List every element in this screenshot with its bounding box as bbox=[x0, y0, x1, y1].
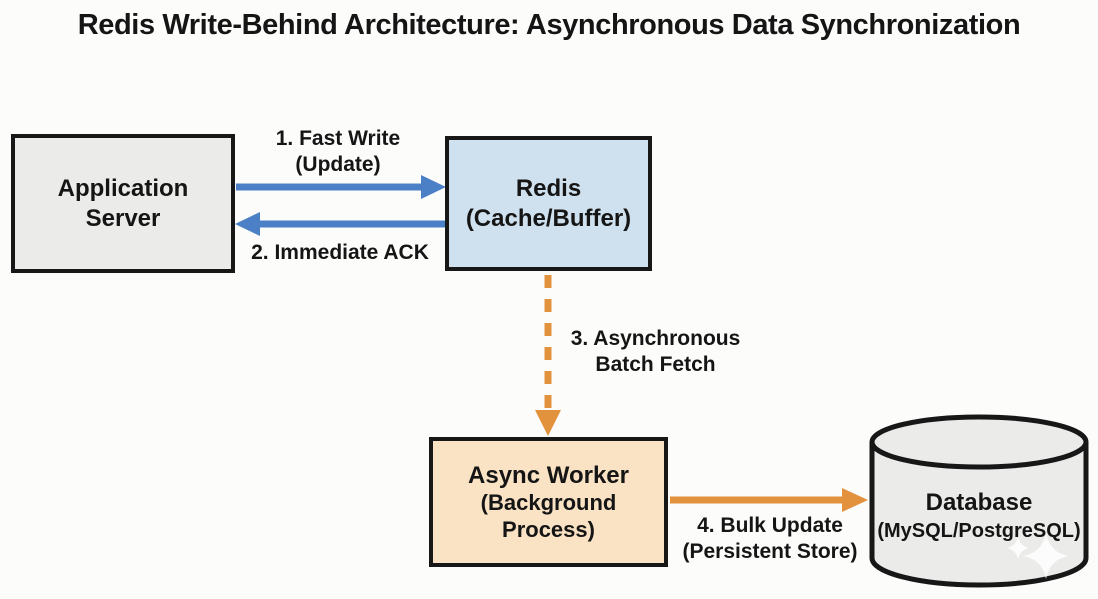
label-line1: 4. Bulk Update bbox=[697, 514, 843, 537]
database-cylinder bbox=[869, 414, 1089, 588]
bulk-update-label: 4. Bulk Update (Persistent Store) bbox=[670, 513, 870, 565]
label-line2: Batch Fetch bbox=[595, 353, 716, 377]
label-line2: (Persistent Store) bbox=[682, 540, 858, 564]
immediate-ack-arrow bbox=[235, 212, 447, 236]
diagram-title: Redis Write-Behind Architecture: Asynchr… bbox=[77, 9, 1021, 41]
label-line1: 2. Immediate ACK bbox=[251, 241, 429, 264]
immediate-ack-label: 2. Immediate ACK bbox=[240, 240, 440, 266]
batch-fetch-label: 3. Asynchronous Batch Fetch bbox=[558, 326, 753, 378]
fast-write-arrow bbox=[236, 175, 446, 199]
fast-write-label: 1. Fast Write (Update) bbox=[238, 126, 438, 178]
node-label-line2: (Background Process) bbox=[480, 489, 617, 542]
node-label-line1: Async Worker bbox=[468, 461, 629, 489]
node-label-line1: Application bbox=[57, 175, 189, 203]
label-line1: 3. Asynchronous bbox=[570, 327, 741, 350]
node-redis-cache: Redis (Cache/Buffer) bbox=[445, 136, 652, 271]
node-label-line1: Redis bbox=[515, 175, 582, 203]
batch-fetch-arrow bbox=[535, 275, 561, 436]
sparkle-icon bbox=[1023, 533, 1069, 579]
node-label-line1: Database bbox=[925, 489, 1033, 516]
node-database-label: Database (MySQL/PostgreSQL) bbox=[872, 487, 1086, 544]
node-label-line2: (Cache/Buffer) bbox=[465, 204, 632, 232]
node-application-server: Application Server bbox=[11, 134, 235, 273]
sparkle-small-icon bbox=[1007, 537, 1029, 559]
bulk-update-arrowhead-icon bbox=[842, 488, 868, 512]
batch-fetch-arrowhead-icon bbox=[535, 410, 561, 436]
node-label-line2: (MySQL/PostgreSQL) bbox=[877, 520, 1081, 543]
bulk-update-arrow bbox=[670, 488, 868, 512]
node-label-line2: Server bbox=[85, 204, 161, 232]
node-async-worker: Async Worker (Background Process) bbox=[429, 437, 668, 567]
fast-write-arrowhead-icon bbox=[421, 175, 446, 199]
label-line2: (Update) bbox=[295, 153, 381, 177]
immediate-ack-arrowhead-icon bbox=[235, 212, 260, 236]
label-line1: 1. Fast Write bbox=[275, 127, 401, 150]
